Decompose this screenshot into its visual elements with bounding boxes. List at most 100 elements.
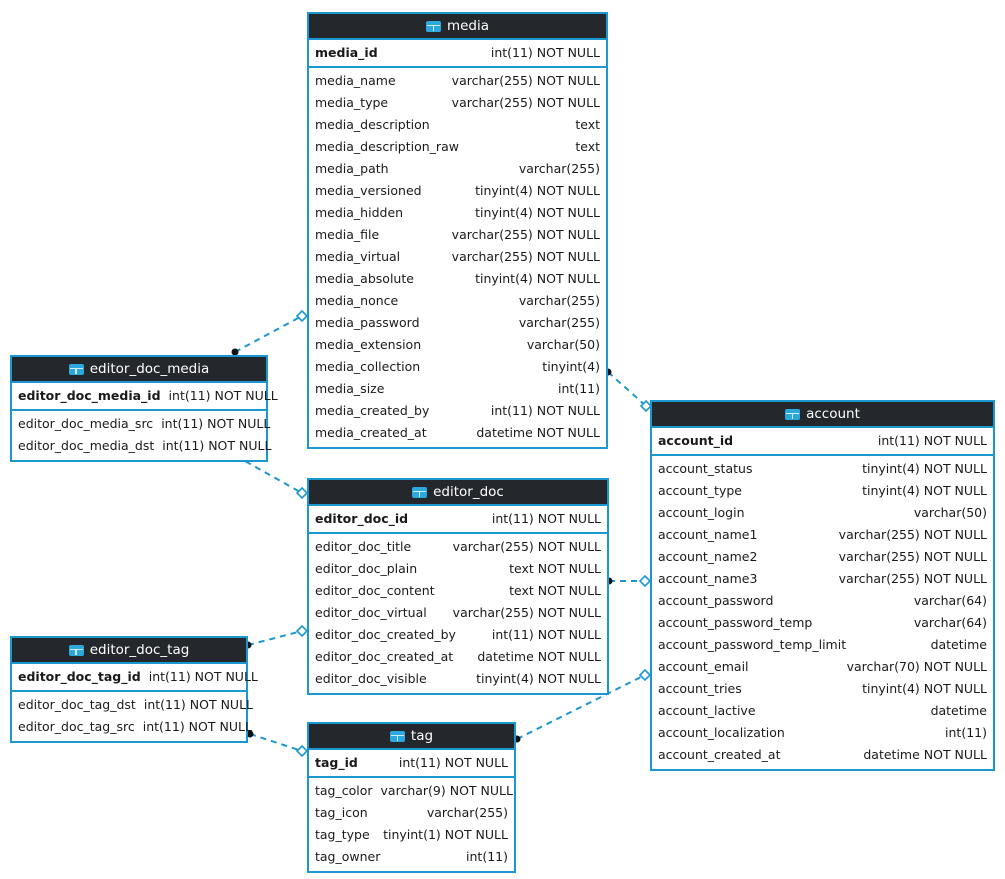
column-row: account_name1 varchar(255) NOT NULL: [652, 524, 993, 546]
column-type: varchar(255): [426, 805, 508, 820]
table-header-media[interactable]: media: [309, 14, 606, 40]
table-header-editor_doc[interactable]: editor_doc: [309, 480, 607, 506]
column-type: varchar(255) NOT NULL: [838, 549, 987, 564]
column-name: account_created_at: [658, 747, 781, 762]
column-type: varchar(255) NOT NULL: [451, 95, 600, 110]
column-type: varchar(255) NOT NULL: [452, 605, 601, 620]
column-type: int(11): [945, 725, 987, 740]
connector-diamond-endpoint: [295, 309, 309, 323]
column-type: varchar(255) NOT NULL: [451, 227, 600, 242]
column-type: varchar(50): [913, 505, 987, 520]
column-type: int(11) NOT NULL: [142, 719, 252, 734]
column-name: account_localization: [658, 725, 785, 740]
column-type: int(11) NOT NULL: [490, 45, 600, 60]
column-name: account_password: [658, 593, 774, 608]
column-name: media_nonce: [315, 293, 399, 308]
column-name: editor_doc_tag_src: [18, 719, 135, 734]
column-type: text: [575, 139, 600, 154]
column-type: varchar(50): [526, 337, 600, 352]
connector-editor_doc_tag-to-editor_doc: [244, 624, 309, 649]
connector-line: [249, 733, 303, 752]
primary-key-row: editor_doc_id int(11) NOT NULL: [309, 507, 607, 531]
column-type: int(11) NOT NULL: [490, 403, 600, 418]
column-name: editor_doc_plain: [315, 561, 418, 576]
column-type: text: [575, 117, 600, 132]
column-name: editor_doc_content: [315, 583, 435, 598]
column-name: media_description: [315, 117, 430, 132]
column-type: tinyint(4) NOT NULL: [476, 671, 601, 686]
column-name: media_hidden: [315, 205, 404, 220]
table-icon: [68, 363, 84, 375]
table-header-editor_doc_media[interactable]: editor_doc_media: [12, 357, 266, 383]
table-header-account[interactable]: account: [652, 402, 993, 428]
table-title: editor_doc_media: [89, 361, 210, 377]
column-type: tinyint(4): [542, 359, 600, 374]
column-name: media_file: [315, 227, 380, 242]
column-name: media_name: [315, 73, 396, 88]
table-title: media: [446, 18, 490, 34]
connector-media-to-account: [604, 368, 653, 413]
table-header-editor_doc_tag[interactable]: editor_doc_tag: [12, 638, 246, 664]
column-name: editor_doc_tag_id: [18, 669, 141, 684]
column-name: editor_doc_visible: [315, 671, 427, 686]
column-type: varchar(255) NOT NULL: [838, 527, 987, 542]
column-type: tinyint(4) NOT NULL: [862, 461, 987, 476]
column-name: account_name1: [658, 527, 758, 542]
column-type: int(11) NOT NULL: [491, 511, 601, 526]
table-title: editor_doc_tag: [89, 642, 190, 658]
column-name: account_id: [658, 433, 734, 448]
column-name: account_lactive: [658, 703, 756, 718]
column-name: editor_doc_id: [315, 511, 409, 526]
table-header-tag[interactable]: tag: [309, 724, 514, 750]
column-type: int(11) NOT NULL: [162, 438, 272, 453]
table-title: tag: [410, 728, 434, 744]
column-type: varchar(64): [913, 615, 987, 630]
connector-diamond-endpoint: [295, 744, 309, 758]
column-type: tinyint(4) NOT NULL: [475, 205, 600, 220]
column-row: account_status tinyint(4) NOT NULL: [652, 458, 993, 480]
column-name: editor_doc_tag_dst: [18, 697, 136, 712]
connector-diamond-endpoint: [638, 574, 652, 588]
column-type: int(11) NOT NULL: [398, 755, 508, 770]
column-type: int(11) NOT NULL: [161, 416, 271, 431]
connector-line: [234, 315, 303, 353]
column-name: media_size: [315, 381, 385, 396]
column-name: media_password: [315, 315, 420, 330]
column-name: account_status: [658, 461, 753, 476]
column-type: tinyint(4) NOT NULL: [862, 483, 987, 498]
connector-line: [607, 371, 647, 407]
connector-diamond-endpoint: [295, 624, 309, 638]
column-name: media_versioned: [315, 183, 422, 198]
